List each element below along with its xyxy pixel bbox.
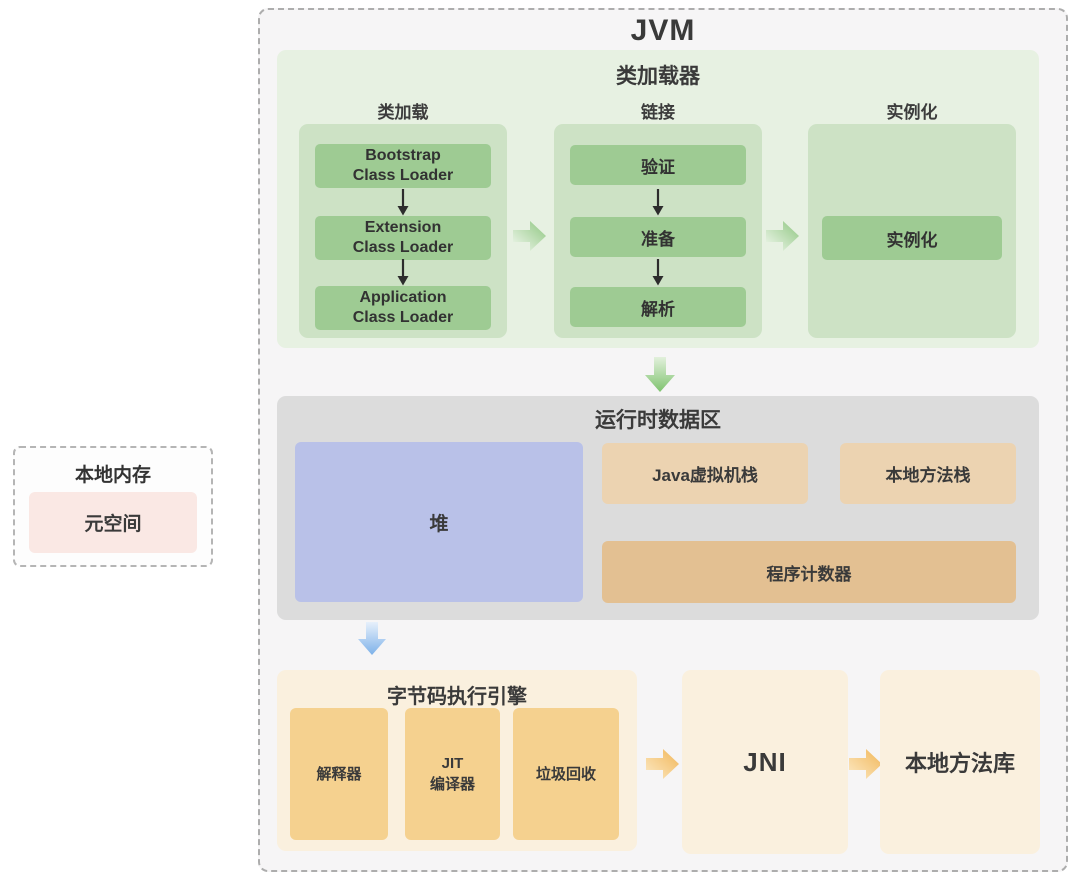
program-counter-box: 程序计数器	[602, 541, 1016, 603]
box-label-line: Class Loader	[352, 167, 454, 184]
box-label-line: Class Loader	[352, 239, 454, 256]
heap-box: 堆	[295, 442, 583, 602]
column-header-linking: 链接	[641, 103, 675, 122]
prepare-box: 准备	[570, 217, 746, 257]
class-loading-column: Bootstrap Class Loader Extension Class L…	[299, 124, 507, 338]
execution-engine-title: 字节码执行引擎	[387, 686, 527, 708]
arrow-down-icon	[652, 189, 664, 216]
resolve-box: 解析	[570, 287, 746, 327]
application-class-loader-box: Application Class Loader	[315, 286, 491, 330]
class-loader-title: 类加载器	[616, 65, 700, 88]
class-loader-section: 类加载器 类加载 链接 实例化 Bootstrap Class Loader E…	[277, 50, 1039, 348]
native-method-stack-box: 本地方法栈	[840, 443, 1016, 504]
runtime-data-area-section: 运行时数据区 堆 Java虚拟机栈 本地方法栈 程序计数器	[277, 396, 1039, 620]
box-label-line: Application	[359, 289, 447, 306]
metaspace-box: 元空间	[29, 492, 197, 553]
arrow-right-icon	[766, 221, 799, 251]
bootstrap-class-loader-box: Bootstrap Class Loader	[315, 144, 491, 188]
linking-column: 验证 准备 解析	[554, 124, 762, 338]
column-header-instantiation: 实例化	[886, 103, 938, 122]
arrow-right-icon	[849, 749, 882, 779]
extension-class-loader-box: Extension Class Loader	[315, 216, 491, 260]
native-memory-title: 本地内存	[74, 465, 151, 486]
runtime-data-area-title: 运行时数据区	[595, 409, 721, 432]
arrow-down-icon	[652, 259, 664, 286]
box-label-line: JIT	[441, 755, 464, 772]
verify-box: 验证	[570, 145, 746, 185]
box-label-line: Extension	[364, 219, 442, 236]
instantiation-column: 实例化	[808, 124, 1016, 338]
interpreter-box: 解释器	[290, 708, 388, 840]
column-header-class-loading: 类加载	[377, 103, 429, 122]
arrow-down-icon	[397, 189, 409, 216]
execution-engine-section: 字节码执行引擎 解释器 JIT 编译器 垃圾回收	[277, 670, 637, 851]
instantiation-box: 实例化	[822, 216, 1002, 260]
arrow-down-icon	[397, 259, 409, 286]
box-label-line: Bootstrap	[365, 147, 441, 164]
native-memory-panel: 本地内存 元空间	[13, 446, 213, 567]
arrow-right-icon	[646, 749, 679, 779]
arrow-right-icon	[513, 221, 546, 251]
jni-box: JNI	[682, 670, 848, 854]
jvm-stack-box: Java虚拟机栈	[602, 443, 808, 504]
jvm-panel: JVM 类加载器 类加载 链接 实例化 Bootstrap Class Load…	[258, 8, 1068, 872]
box-label-line: Class Loader	[352, 309, 454, 326]
garbage-collection-box: 垃圾回收	[513, 708, 619, 840]
arrow-down-icon	[645, 357, 675, 392]
arrow-down-icon	[358, 622, 386, 655]
native-method-library-box: 本地方法库	[880, 670, 1040, 854]
box-label-line: 编译器	[429, 776, 475, 793]
jvm-title: JVM	[630, 14, 696, 47]
jit-compiler-box: JIT 编译器	[405, 708, 500, 840]
